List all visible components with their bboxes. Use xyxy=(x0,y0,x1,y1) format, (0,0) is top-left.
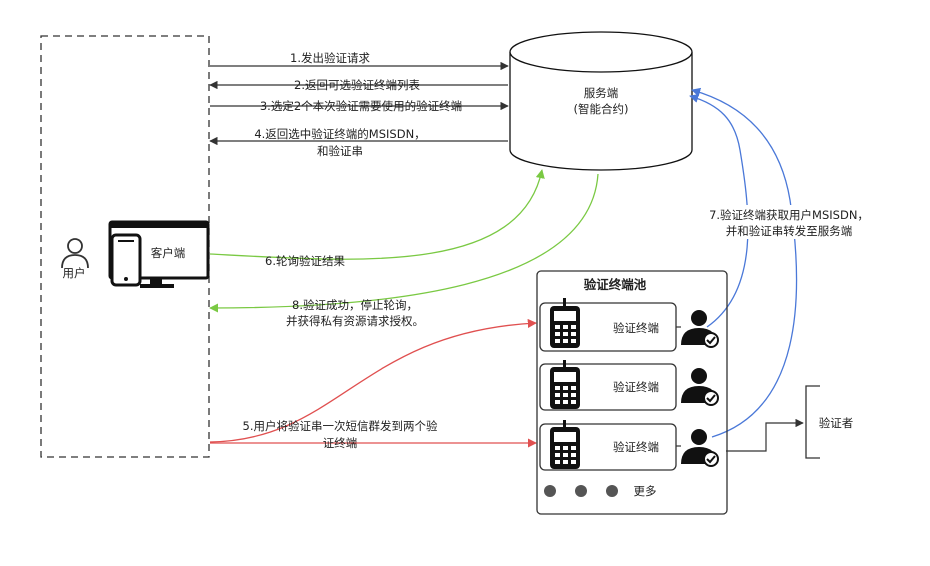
mobile-phone-icon xyxy=(550,360,580,409)
step-8-label-line2: 并获得私有资源请求授权。 xyxy=(286,314,424,328)
terminal-pool-title: 验证终端池 xyxy=(584,277,647,292)
step-5-label-line1: 5.用户将验证串一次短信群发到两个验 xyxy=(243,419,438,433)
user-label: 用户 xyxy=(63,266,86,280)
server-sublabel: (智能合约) xyxy=(574,102,629,116)
user-icon xyxy=(61,238,89,269)
more-dot-3 xyxy=(606,485,618,497)
verified-person-icon xyxy=(681,429,719,467)
verified-person-icon xyxy=(681,368,719,406)
more-label: 更多 xyxy=(634,484,657,498)
terminal-3: 验证终端 xyxy=(539,420,677,471)
step-3-label: 3.选定2个本次验证需要使用的验证终端 xyxy=(260,99,462,113)
terminal-pool xyxy=(536,270,728,515)
verifier-label: 验证者 xyxy=(819,416,854,430)
terminal-2: 验证终端 xyxy=(539,360,677,411)
more-dot-2 xyxy=(575,485,587,497)
step-1-label: 1.发出验证请求 xyxy=(290,51,370,65)
terminal-2-label: 验证终端 xyxy=(613,380,659,394)
verifier-bracket xyxy=(805,385,820,459)
terminal-3-label: 验证终端 xyxy=(613,440,659,454)
client-device-icon xyxy=(108,220,210,288)
more-dot-1 xyxy=(544,485,556,497)
arrow-step-6 xyxy=(209,169,545,260)
step-7-label-line1: 7.验证终端获取用户MSISDN， xyxy=(709,208,869,222)
arrow-to-verifier xyxy=(726,418,804,452)
step-7-label-bg xyxy=(703,205,875,239)
step-2-label: 2.返回可选验证终端列表 xyxy=(294,78,420,92)
arrow-step-5-to-terminal-1 xyxy=(209,318,537,443)
arrow-step-7-from-terminal-1 xyxy=(689,93,749,328)
step-5-label-line2: 证终端 xyxy=(323,436,358,450)
terminal-1-label: 验证终端 xyxy=(613,321,659,335)
mobile-phone-icon xyxy=(550,298,580,348)
mobile-phone-icon xyxy=(550,420,580,469)
server-label: 服务端 xyxy=(584,86,619,100)
step-6-label: 6.轮询验证结果 xyxy=(265,254,345,268)
client-label: 客户端 xyxy=(151,246,186,260)
verified-person-icon xyxy=(681,310,719,348)
step-4-label-line2: 和验证串 xyxy=(317,144,363,158)
arrow-step-8 xyxy=(209,173,599,313)
terminal-1: 验证终端 xyxy=(539,298,677,352)
step-8-label-line1: 8.验证成功，停止轮询， xyxy=(292,298,418,312)
server-cylinder xyxy=(509,31,693,171)
step-7-label-line2: 并和验证串转发至服务端 xyxy=(726,224,853,238)
step-4-label-line1: 4.返回选中验证终端的MSISDN， xyxy=(254,127,425,141)
